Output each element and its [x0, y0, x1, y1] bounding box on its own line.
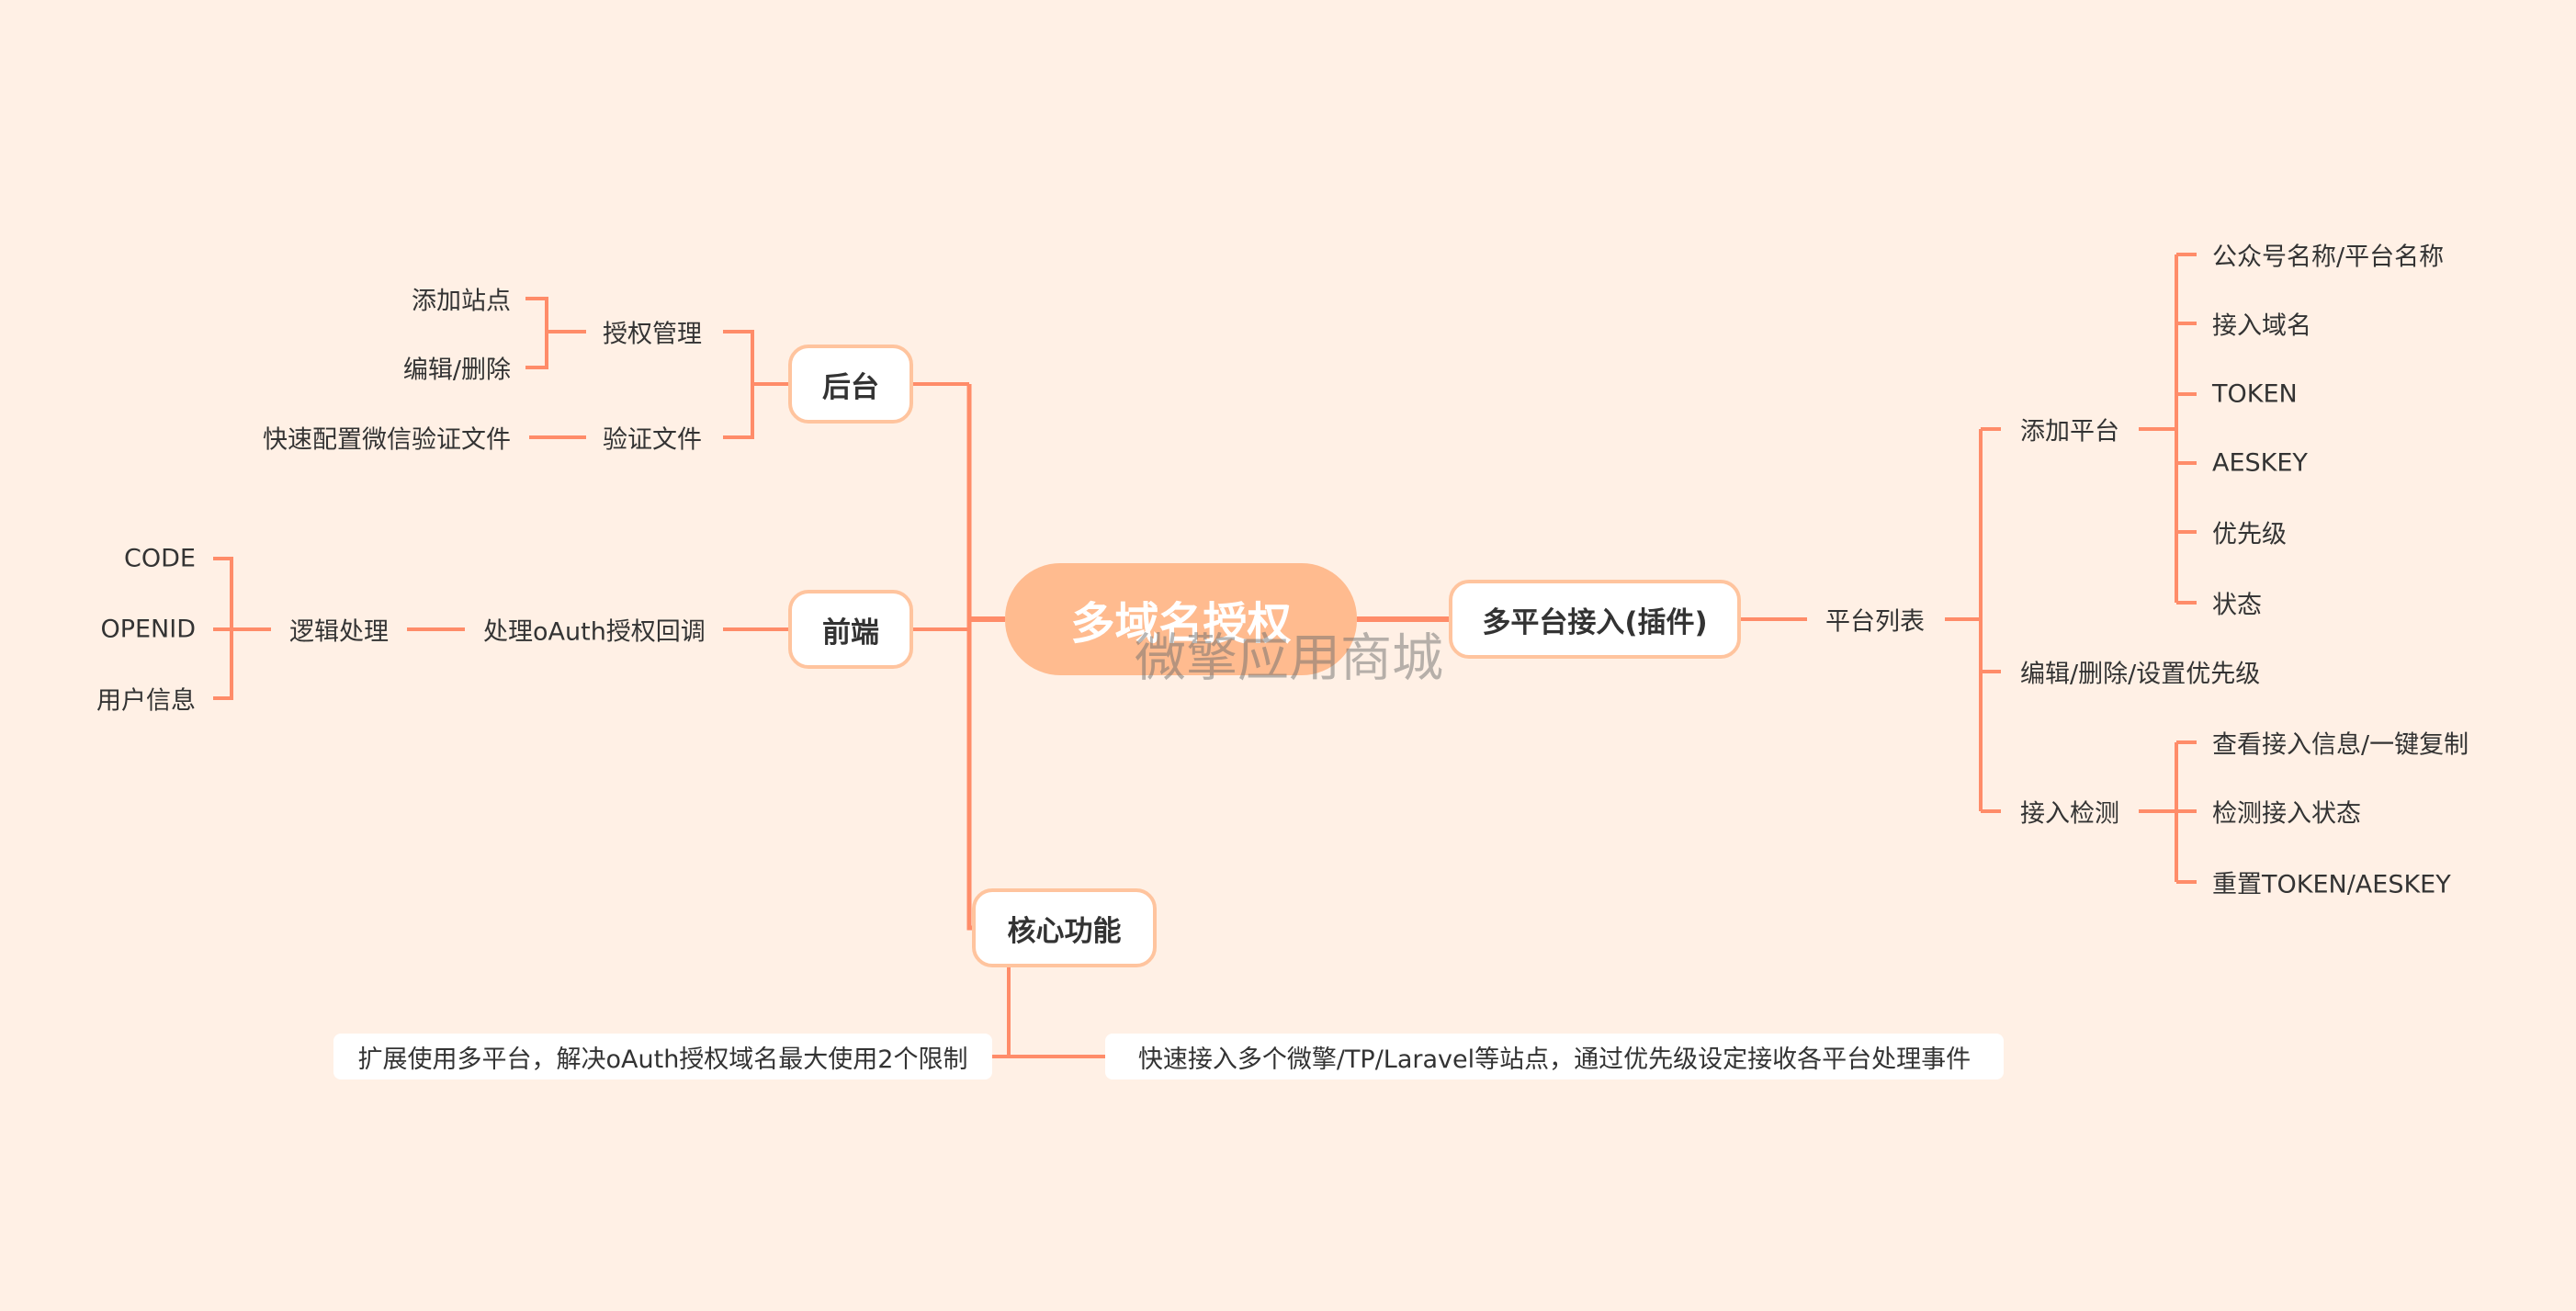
root-node[interactable]: 多域名授权 — [1005, 563, 1357, 675]
plugin-node[interactable]: 多平台接入(插件) — [1449, 580, 1741, 659]
watermark: 微擎应用商城 — [1135, 628, 1443, 689]
aeskey-node[interactable]: AESKEY — [2212, 448, 2308, 478]
openid-node[interactable]: OPENID — [100, 615, 196, 644]
frontend-node[interactable]: 前端 — [788, 590, 913, 669]
access-domain-node[interactable]: 接入域名 — [2212, 311, 2311, 341]
oauth-callback-node[interactable]: 处理oAuth授权回调 — [483, 617, 706, 647]
view-copy-node[interactable]: 查看接入信息/一键复制 — [2212, 730, 2469, 760]
quick-config-verify-node[interactable]: 快速配置微信验证文件 — [263, 425, 511, 455]
platform-name-node[interactable]: 公众号名称/平台名称 — [2212, 243, 2445, 272]
reset-token-node[interactable]: 重置TOKEN/AESKEY — [2212, 870, 2451, 899]
userinfo-node[interactable]: 用户信息 — [96, 686, 196, 716]
detect-status-node[interactable]: 检测接入状态 — [2212, 799, 2361, 829]
core-note-multi-platform[interactable]: 扩展使用多平台，解决oAuth授权域名最大使用2个限制 — [333, 1034, 992, 1079]
token-node[interactable]: TOKEN — [2212, 379, 2298, 409]
core-note-quick-access[interactable]: 快速接入多个微擎/TP/Laravel等站点，通过优先级设定接收各平台处理事件 — [1105, 1034, 2004, 1079]
priority-node[interactable]: 优先级 — [2212, 520, 2287, 549]
platform-list-node[interactable]: 平台列表 — [1825, 607, 1925, 637]
core-node[interactable]: 核心功能 — [972, 888, 1157, 967]
edit-delete-node[interactable]: 编辑/删除 — [402, 356, 511, 385]
verify-file-node[interactable]: 验证文件 — [603, 425, 702, 455]
edit-priority-node[interactable]: 编辑/删除/设置优先级 — [2020, 660, 2261, 689]
add-site-node[interactable]: 添加站点 — [412, 287, 511, 316]
status-node[interactable]: 状态 — [2212, 591, 2262, 620]
auth-manage-node[interactable]: 授权管理 — [603, 320, 702, 349]
code-node[interactable]: CODE — [124, 544, 196, 573]
access-detect-node[interactable]: 接入检测 — [2020, 799, 2119, 829]
backend-node[interactable]: 后台 — [788, 345, 913, 424]
logic-node[interactable]: 逻辑处理 — [289, 617, 389, 647]
add-platform-node[interactable]: 添加平台 — [2020, 417, 2119, 446]
